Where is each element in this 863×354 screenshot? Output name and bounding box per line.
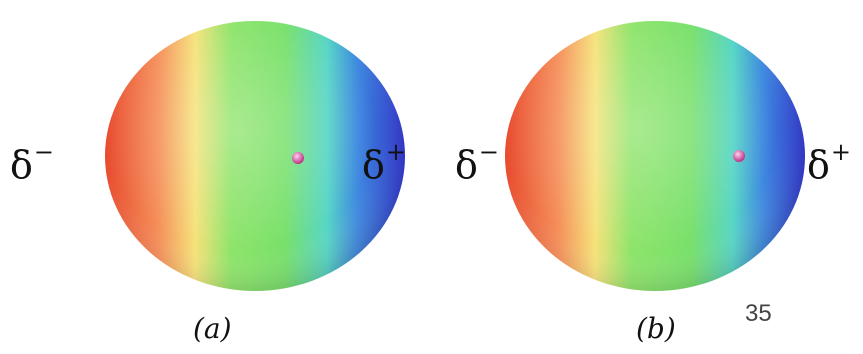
delta-plus-label-a: δ+ [362, 138, 406, 187]
panel-b: δ− δ+ [455, 8, 860, 298]
electron-density-sphere-b [505, 21, 805, 291]
delta-plus-label-b: δ+ [807, 138, 851, 187]
sphere-shading [505, 21, 805, 291]
electron-density-sphere-a [105, 21, 405, 291]
nucleus-dot [292, 152, 304, 164]
caption-b: (b) [636, 312, 676, 345]
page-number: 35 [745, 300, 772, 327]
nucleus-dot [733, 150, 745, 162]
sphere-shading [105, 21, 405, 291]
delta-minus-label-a: δ− [10, 138, 54, 187]
delta-minus-label-b: δ− [455, 138, 499, 187]
caption-a: (a) [193, 312, 232, 345]
panel-a: δ− δ+ [10, 8, 410, 298]
